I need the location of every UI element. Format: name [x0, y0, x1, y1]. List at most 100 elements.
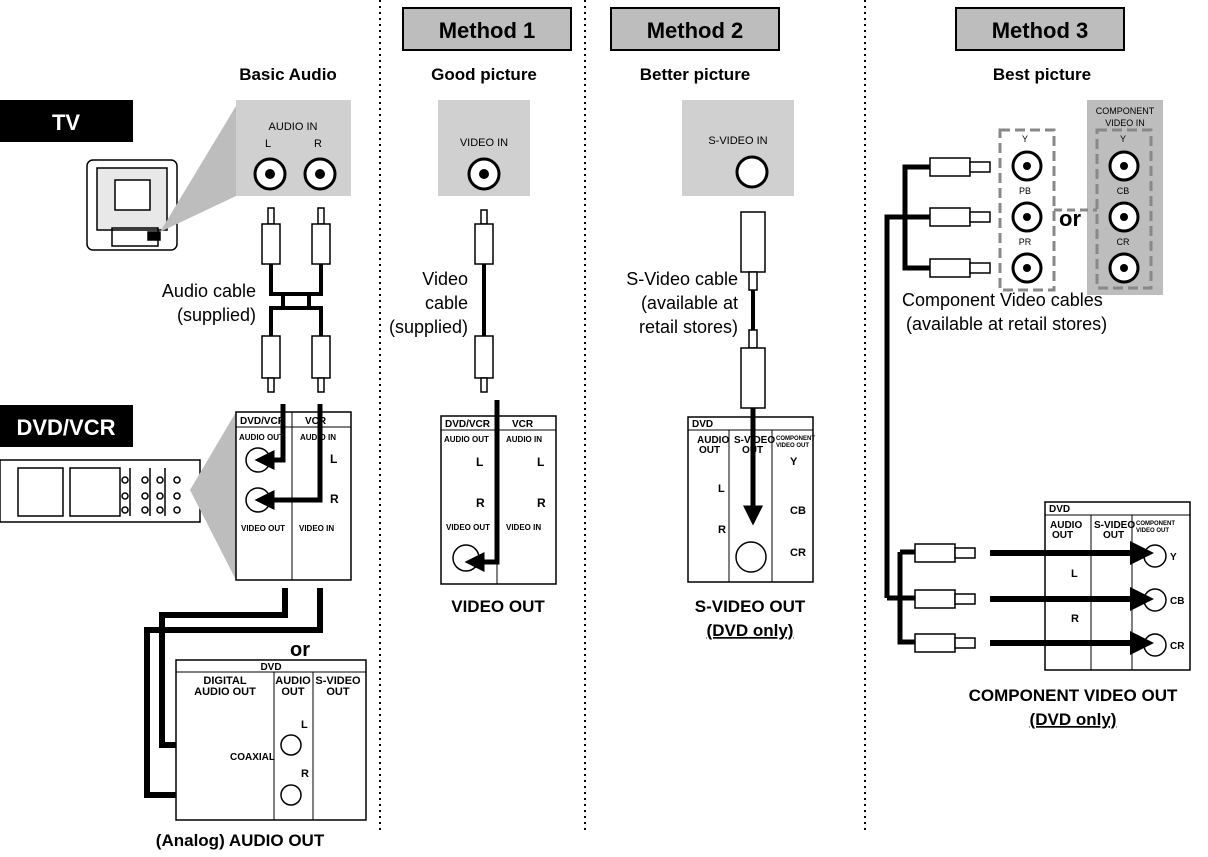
svg-text:OUT: OUT: [281, 686, 305, 698]
svg-text:VIDEO OUT: VIDEO OUT: [1136, 528, 1169, 534]
method-1-unit-panel: DVD/VCR VCR AUDIO OUT AUDIO IN L L R R V…: [440, 400, 557, 585]
svg-text:DVD/VCR: DVD/VCR: [240, 416, 286, 427]
svg-text:R: R: [476, 496, 485, 510]
audio-cable-drawing: [261, 207, 331, 393]
audio-cable-label-1: Audio cable: [162, 281, 256, 301]
component-cables-bottom: [887, 541, 1154, 655]
svg-text:PB: PB: [1019, 186, 1031, 196]
dvd-analog-audio-panel: DVD DIGITAL AUDIO OUT AUDIO OUT S-VIDEO …: [175, 659, 367, 821]
component-cable-label-2: (available at retail stores): [906, 314, 1107, 334]
svg-text:R: R: [301, 768, 309, 780]
svg-text:AUDIO: AUDIO: [1050, 520, 1082, 531]
svg-text:DVD/VCR: DVD/VCR: [16, 415, 115, 440]
svg-text:VIDEO IN: VIDEO IN: [460, 137, 508, 149]
svg-text:VIDEO OUT: VIDEO OUT: [776, 443, 809, 449]
video-cable-drawing: [474, 209, 494, 393]
svg-text:OUT: OUT: [1103, 530, 1124, 541]
component-cables-top: [884, 157, 991, 598]
dvdvcr-zoom-wedge: [190, 412, 236, 580]
svg-text:R: R: [330, 492, 339, 506]
tv-svideo-in-panel: S-VIDEO IN: [682, 100, 794, 196]
svg-text:DIGITAL: DIGITAL: [203, 675, 246, 687]
svg-text:VIDEO OUT: VIDEO OUT: [241, 524, 285, 533]
svg-text:DVD/VCR: DVD/VCR: [445, 419, 491, 430]
dvdvcr-label: DVD/VCR: [0, 405, 133, 447]
svg-text:VCR: VCR: [305, 416, 327, 427]
svideo-dvd-only-label: (DVD only): [707, 621, 794, 640]
svg-text:AUDIO OUT: AUDIO OUT: [444, 435, 489, 444]
svg-text:R: R: [314, 138, 322, 150]
component-video-out-label: COMPONENT VIDEO OUT: [969, 686, 1178, 705]
video-out-label: VIDEO OUT: [451, 597, 545, 616]
svg-text:L: L: [537, 455, 544, 469]
svg-text:VIDEO IN: VIDEO IN: [1105, 118, 1145, 128]
svg-text:CR: CR: [1170, 641, 1185, 652]
component-jacks-panel: COMPONENT VIDEO IN Y PB PR Y CB CR: [998, 100, 1163, 295]
component-dvd-only-label: (DVD only): [1030, 710, 1117, 729]
component-cable-label-1: Component Video cables: [902, 290, 1103, 310]
or-label-component: or: [1059, 206, 1081, 231]
svg-text:DVD: DVD: [692, 419, 713, 430]
basic-audio-subtitle: Basic Audio: [239, 65, 337, 84]
or-label-basic: or: [290, 639, 310, 661]
svg-text:R: R: [718, 524, 726, 536]
svg-text:COAXIAL: COAXIAL: [230, 752, 275, 763]
svg-text:COMPONENT: COMPONENT: [1096, 106, 1155, 116]
svg-text:Method 2: Method 2: [647, 18, 744, 43]
svg-text:DVD: DVD: [1049, 504, 1070, 515]
svg-text:VCR: VCR: [512, 419, 534, 430]
svg-text:COMPONENT: COMPONENT: [776, 436, 815, 442]
svg-text:CR: CR: [1117, 237, 1130, 247]
svg-text:Method 3: Method 3: [992, 18, 1089, 43]
svg-text:AUDIO: AUDIO: [697, 435, 729, 446]
analog-audio-out-label: (Analog) AUDIO OUT: [156, 831, 325, 850]
svg-text:AUDIO OUT: AUDIO OUT: [194, 686, 256, 698]
method-2-subtitle: Better picture: [640, 65, 751, 84]
svg-text:L: L: [265, 138, 271, 150]
svg-text:L: L: [1071, 568, 1078, 580]
tv-zoom-wedge: [160, 106, 236, 232]
tv-audio-in-panel: AUDIO IN L R: [236, 100, 351, 196]
svg-text:S-VIDEO: S-VIDEO: [315, 675, 361, 687]
svideo-cable-label-2: (available at: [641, 293, 738, 313]
svideo-cable-label-1: S-Video cable: [626, 269, 738, 289]
method-3-subtitle: Best picture: [993, 65, 1091, 84]
svg-text:L: L: [718, 483, 725, 495]
svg-text:Y: Y: [1022, 134, 1028, 144]
svg-text:S-VIDEO IN: S-VIDEO IN: [708, 135, 767, 147]
video-cable-label-1: Video: [422, 269, 468, 289]
svg-text:CB: CB: [790, 505, 806, 517]
svg-text:L: L: [301, 719, 308, 731]
method-2-unit-panel: DVD AUDIO OUT S-VIDEO OUT COMPONENT VIDE…: [687, 408, 815, 583]
svg-text:OUT: OUT: [699, 445, 720, 456]
svideo-out-label: S-VIDEO OUT: [695, 597, 806, 616]
column-dividers: [379, 0, 866, 830]
svg-text:CR: CR: [790, 547, 806, 559]
svg-text:DVD: DVD: [260, 662, 281, 673]
dvdvcr-unit-drawing: [0, 459, 201, 523]
svg-text:S-VIDEO: S-VIDEO: [1094, 520, 1135, 531]
svg-text:TV: TV: [52, 110, 80, 135]
svg-text:VIDEO OUT: VIDEO OUT: [446, 523, 490, 532]
svg-text:OUT: OUT: [1052, 530, 1073, 541]
svg-text:AUDIO: AUDIO: [275, 675, 311, 687]
dvdvcr-rear-panel: DVD/VCR VCR AUDIO OUT AUDIO IN L R VIDEO…: [235, 404, 352, 581]
svg-text:Method 1: Method 1: [439, 18, 536, 43]
svideo-cable-drawing: [740, 211, 766, 409]
svg-text:COMPONENT: COMPONENT: [1136, 521, 1175, 527]
method-1-header: Method 1: [402, 7, 572, 51]
tv-set-drawing: [86, 159, 178, 251]
tv-label: TV: [0, 100, 133, 142]
svg-text:Y: Y: [1170, 552, 1177, 563]
svg-text:Y: Y: [1120, 134, 1126, 144]
method-2-header: Method 2: [610, 7, 780, 51]
svg-text:Y: Y: [790, 456, 798, 468]
svg-text:VIDEO IN: VIDEO IN: [299, 524, 334, 533]
svg-text:PR: PR: [1019, 237, 1032, 247]
svg-text:R: R: [537, 496, 546, 510]
svg-text:OUT: OUT: [326, 686, 350, 698]
video-cable-label-3: (supplied): [389, 317, 468, 337]
svideo-cable-label-3: retail stores): [639, 317, 738, 337]
svg-text:CB: CB: [1170, 596, 1184, 607]
